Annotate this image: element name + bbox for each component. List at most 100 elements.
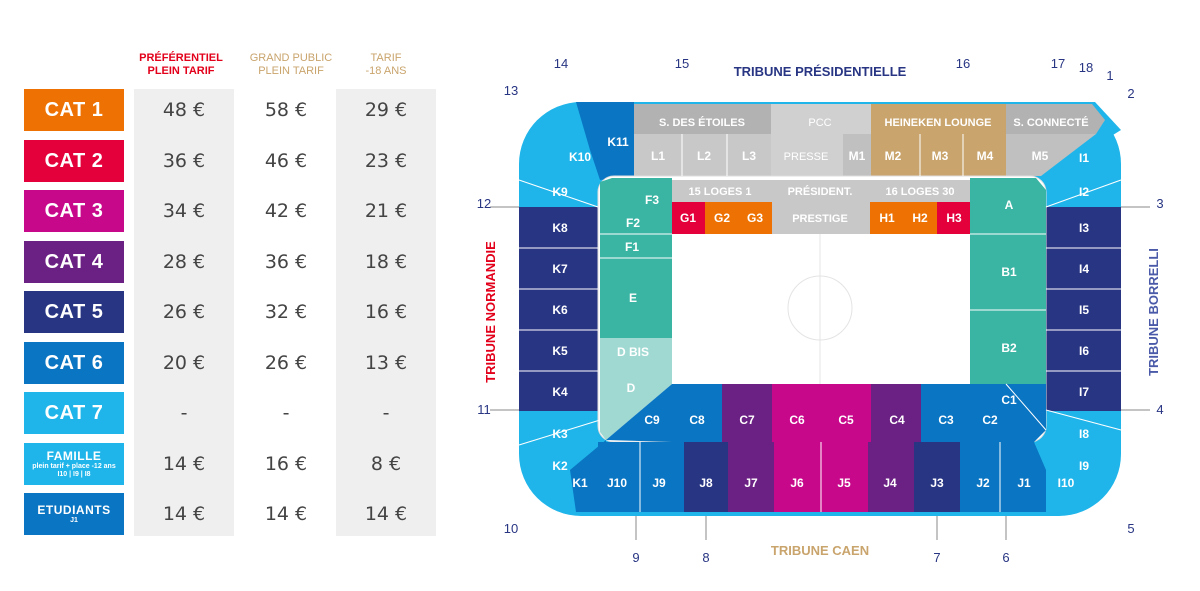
j8-block (684, 442, 728, 512)
loges30-header (870, 180, 970, 202)
h2-block (903, 202, 937, 234)
c3-block (921, 384, 971, 442)
category-badge: CAT 6 (24, 342, 124, 384)
category-label: CAT 2 (44, 149, 104, 172)
price-cell: 20 € (162, 352, 206, 374)
section-label: C1 (1001, 393, 1017, 407)
gate-number: 18 (1079, 60, 1093, 75)
price-cell: - (180, 402, 188, 424)
k1-block (570, 440, 606, 512)
g2-block (705, 202, 739, 234)
header-grand-public-line2: PLEIN TARIF (258, 65, 324, 77)
j2-j1-block (960, 442, 1046, 512)
gate-number: 2 (1127, 86, 1134, 101)
section-label: M4 (977, 149, 994, 163)
d-block (600, 362, 672, 440)
section-label: L1 (651, 149, 665, 163)
header-preferentiel-line2: PLEIN TARIF (147, 65, 215, 77)
section-label: J10 (607, 476, 627, 490)
header-tarif-line2: -18 ANS (365, 65, 407, 77)
section-label: K9 (552, 185, 568, 199)
gate-number: 6 (1002, 550, 1009, 565)
column-preferentiel-bg (134, 89, 234, 536)
etoiles-header-block (634, 104, 771, 134)
h1-block (870, 202, 903, 234)
loges1-header (672, 180, 772, 202)
gate-number: 1 (1106, 68, 1113, 83)
section-label: F3 (645, 193, 659, 207)
price-cell: 32 € (264, 301, 308, 323)
header-presse: PRESSE (784, 151, 829, 163)
right-dark-block (1046, 207, 1121, 411)
section-label: K10 (569, 150, 591, 164)
header-etoiles: S. DES ÉTOILES (659, 116, 745, 129)
section-label: C5 (838, 413, 854, 427)
gate-leader-lines (490, 206, 1150, 540)
prestige-block (772, 202, 870, 234)
c5-block (821, 384, 871, 442)
price-cell: 16 € (364, 301, 408, 323)
section-label: C7 (739, 413, 755, 427)
section-label: J7 (744, 476, 758, 490)
header-grand-public-line1: GRAND PUBLIC (249, 52, 333, 64)
l-block (634, 134, 771, 176)
j7-block (728, 442, 774, 512)
section-label: K2 (552, 459, 568, 473)
e-block (600, 258, 672, 338)
section-label: B1 (1001, 265, 1017, 279)
section-label: A (1005, 198, 1014, 212)
section-label: G1 (680, 211, 696, 225)
section-label: J3 (930, 476, 944, 490)
gate-number: 14 (554, 56, 568, 71)
h3-block (937, 202, 970, 234)
section-label: C9 (644, 413, 660, 427)
dbis-block (600, 338, 672, 362)
price-cell: 14 € (162, 453, 206, 475)
section-label: B2 (1001, 341, 1017, 355)
f1-block (600, 234, 672, 258)
section-label: K3 (552, 427, 568, 441)
gate-number: 15 (675, 56, 689, 71)
category-label: FAMILLE (46, 449, 102, 463)
gate-number: 5 (1127, 521, 1134, 536)
price-cell: 28 € (162, 251, 206, 273)
header-president: PRÉSIDENT. (788, 185, 853, 198)
price-cell: 8 € (370, 453, 402, 475)
section-label: I6 (1079, 344, 1089, 358)
g3-block (739, 202, 772, 234)
column-tarif-bg (336, 89, 436, 536)
c8-block (672, 384, 722, 442)
section-label: I7 (1079, 385, 1089, 399)
section-label: K4 (552, 385, 568, 399)
price-cell: 34 € (162, 200, 206, 222)
section-label: C2 (982, 413, 998, 427)
price-cell: 26 € (162, 301, 206, 323)
price-cell: 29 € (364, 99, 408, 121)
k11-block (576, 102, 634, 180)
header-prestige: PRESTIGE (792, 213, 848, 225)
price-cell: 36 € (264, 251, 308, 273)
section-label: I2 (1079, 185, 1089, 199)
category-label: ETUDIANTS (37, 503, 111, 517)
center-circle (787, 275, 853, 341)
price-cell: 14 € (264, 503, 308, 525)
category-badge: CAT 5 (24, 291, 124, 333)
tribune-borrelli: TRIBUNE BORRELLI (1146, 248, 1161, 376)
price-cell: 21 € (364, 200, 408, 222)
pcc-header-block (771, 104, 871, 134)
section-label: G3 (747, 211, 763, 225)
section-label: H2 (912, 211, 928, 225)
section-label: E (629, 291, 637, 305)
section-label: C4 (889, 413, 905, 427)
price-cell: 14 € (162, 503, 206, 525)
gate-number: 9 (632, 550, 639, 565)
category-sub-sections: I10 | I9 | I8 (57, 471, 91, 478)
gate-number: 12 (477, 196, 491, 211)
header-loges1: 15 LOGES 1 (689, 186, 752, 198)
m1-block (843, 134, 871, 176)
section-label: L3 (742, 149, 756, 163)
section-label: C8 (689, 413, 705, 427)
j3-block (914, 442, 960, 512)
